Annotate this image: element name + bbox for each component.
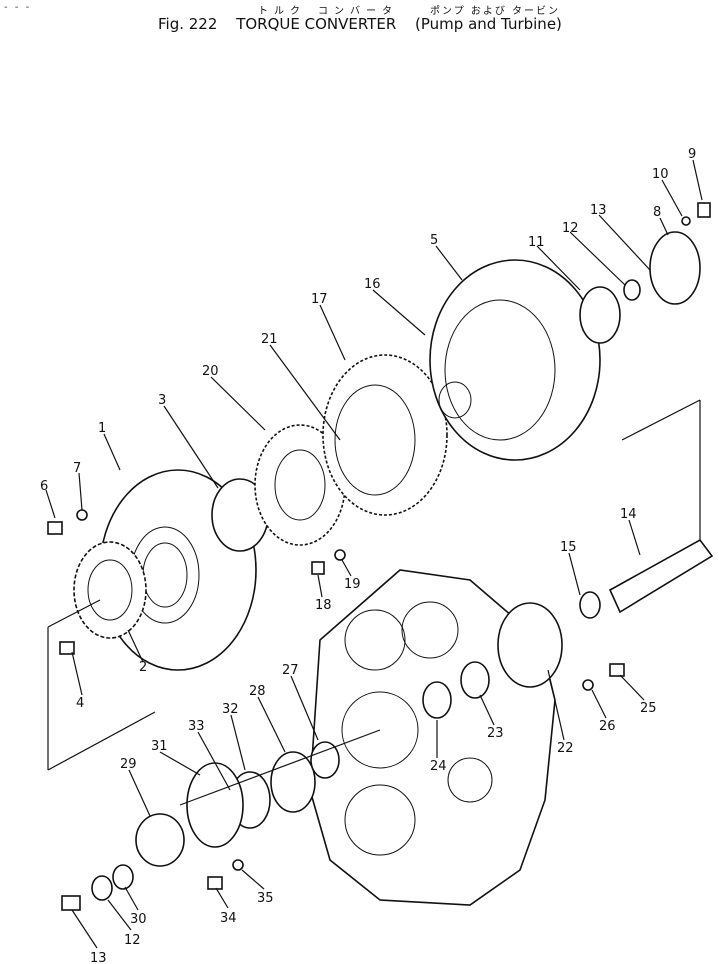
bolt-6 [47, 521, 63, 535]
callout-17: 17 [311, 292, 328, 307]
callout-20: 20 [202, 364, 219, 379]
coupling-29 [135, 813, 185, 867]
callout-22: 22 [557, 741, 574, 756]
bushing-23 [460, 661, 490, 699]
bearing-28 [270, 751, 316, 813]
turbine-wheel [254, 424, 346, 546]
washer-12 [623, 279, 641, 301]
bushing-24 [422, 681, 452, 719]
pump-housing [429, 259, 601, 461]
callout-24: 24 [430, 759, 447, 774]
callout-6: 6 [40, 479, 48, 494]
callout-25: 25 [640, 701, 657, 716]
callout-29: 29 [120, 757, 137, 772]
corner-mark: - - - [4, 2, 32, 13]
bolt-18 [311, 561, 325, 575]
figure-header: - - - トルク コンバータ ポンプ および タービン Fig. 222 TO… [0, 0, 719, 40]
callout-33: 33 [188, 719, 205, 734]
cover-31 [186, 762, 244, 848]
callout-7: 7 [73, 461, 81, 476]
callout-13-lower: 13 [90, 951, 107, 964]
shaft [608, 538, 714, 614]
callout-14: 14 [620, 507, 637, 522]
callout-35: 35 [257, 891, 274, 906]
washer-35 [232, 859, 244, 871]
retainer [497, 602, 563, 688]
callout-30: 30 [130, 912, 147, 927]
callout-15: 15 [560, 540, 577, 555]
callout-11: 11 [528, 235, 545, 250]
callout-4: 4 [76, 696, 84, 711]
callout-2: 2 [139, 660, 147, 675]
callout-18: 18 [315, 598, 332, 613]
stator-ring [322, 354, 448, 516]
title-main: TORQUE CONVERTER [236, 15, 397, 33]
kana-torque: トルク [258, 6, 306, 17]
callout-31: 31 [151, 739, 168, 754]
callout-28: 28 [249, 684, 266, 699]
cover-plate [649, 231, 701, 305]
callout-10: 10 [652, 167, 669, 182]
converter-housing [309, 569, 556, 906]
washer-12-lower [91, 875, 113, 901]
callout-12-lower: 12 [124, 933, 141, 948]
bolt-9 [697, 202, 711, 218]
o-ring-30 [112, 864, 134, 890]
bolt-13-lower [61, 895, 81, 911]
washer-19 [334, 549, 346, 561]
callout-21: 21 [261, 332, 278, 347]
figure-title: Fig. 222 TORQUE CONVERTER (Pump and Turb… [158, 15, 576, 33]
leader-lines [45, 159, 703, 949]
bolt-25 [609, 663, 625, 677]
kana-converter: コンバータ [318, 6, 398, 17]
callout-5: 5 [430, 233, 438, 248]
assembly-lines [47, 399, 701, 806]
callout-32: 32 [222, 702, 239, 717]
callout-12: 12 [562, 221, 579, 236]
snap-ring-15 [579, 591, 601, 619]
gear-ring [73, 541, 147, 639]
callout-27: 27 [282, 663, 299, 678]
bolt-34 [207, 876, 223, 890]
callout-1: 1 [98, 421, 106, 436]
callout-8: 8 [653, 205, 661, 220]
callout-labels: 1 2 3 4 5 6 7 8 9 10 11 12 13 14 15 16 1… [40, 147, 696, 964]
title-subtitle: (Pump and Turbine) [415, 15, 562, 33]
callout-34: 34 [220, 911, 237, 926]
bolt-4 [59, 641, 75, 655]
bearing-11 [579, 286, 621, 344]
callout-23: 23 [487, 726, 504, 741]
callout-26: 26 [599, 719, 616, 734]
callout-13: 13 [590, 203, 607, 218]
figure-number: Fig. 222 [158, 15, 218, 33]
callout-16: 16 [364, 277, 381, 292]
snap-ring-27 [310, 741, 340, 779]
washer-26 [582, 679, 594, 691]
callout-3: 3 [158, 393, 166, 408]
washer-10 [681, 216, 691, 226]
washer-7 [76, 509, 88, 521]
callout-19: 19 [344, 577, 361, 592]
callout-9: 9 [688, 147, 696, 162]
kana-pump-turbine: ポンプ および タービン [430, 6, 561, 17]
